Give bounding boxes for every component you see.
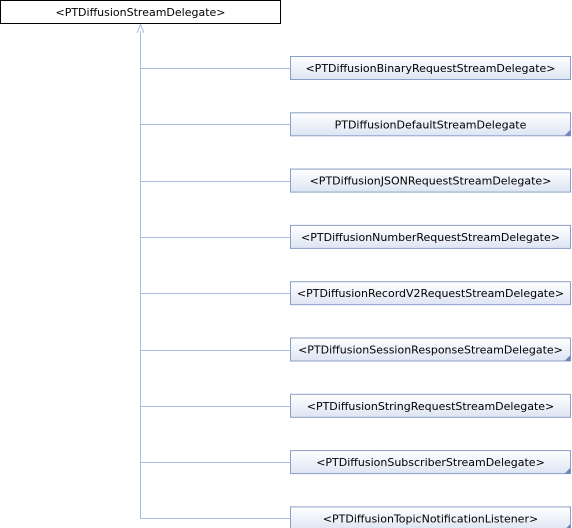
child-node-label: <PTDiffusionNumberRequestStreamDelegate> bbox=[301, 231, 560, 244]
child-node-label: <PTDiffusionTopicNotificationListener> bbox=[323, 512, 538, 525]
child-node-box bbox=[290, 281, 571, 306]
child-node[interactable]: PTDiffusionDefaultStreamDelegate bbox=[290, 112, 571, 137]
child-node-box bbox=[290, 112, 571, 137]
child-node-box bbox=[290, 337, 571, 362]
child-node-box bbox=[290, 393, 571, 418]
child-node-label: <PTDiffusionBinaryRequestStreamDelegate> bbox=[305, 62, 555, 75]
child-node[interactable]: <PTDiffusionNumberRequestStreamDelegate> bbox=[290, 224, 571, 249]
child-node[interactable]: <PTDiffusionStringRequestStreamDelegate> bbox=[290, 393, 571, 418]
child-node-box bbox=[290, 168, 571, 193]
more-children-marker bbox=[566, 523, 571, 528]
child-node[interactable]: <PTDiffusionSubscriberStreamDelegate> bbox=[290, 450, 571, 475]
child-node-box bbox=[290, 506, 571, 528]
more-children-marker bbox=[564, 129, 571, 136]
child-node-label: <PTDiffusionStringRequestStreamDelegate> bbox=[307, 400, 555, 413]
child-node-label: <PTDiffusionRecordV2RequestStreamDelegat… bbox=[297, 287, 564, 300]
inheritance-arrowhead bbox=[136, 23, 145, 34]
child-node-label: <PTDiffusionSessionResponseStreamDelegat… bbox=[298, 344, 563, 357]
child-node-box bbox=[290, 224, 571, 249]
more-children-marker bbox=[564, 355, 571, 361]
child-node-label: <PTDiffusionJSONRequestStreamDelegate> bbox=[310, 175, 552, 188]
child-node[interactable]: <PTDiffusionTopicNotificationListener> bbox=[290, 506, 571, 528]
child-node[interactable]: <PTDiffusionJSONRequestStreamDelegate> bbox=[290, 168, 571, 193]
more-children-marker bbox=[564, 467, 571, 474]
child-node-label: <PTDiffusionSubscriberStreamDelegate> bbox=[316, 456, 545, 469]
child-node[interactable]: <PTDiffusionBinaryRequestStreamDelegate> bbox=[290, 56, 571, 80]
child-node[interactable]: <PTDiffusionRecordV2RequestStreamDelegat… bbox=[290, 281, 571, 306]
child-node-box bbox=[290, 450, 571, 475]
child-node-label: PTDiffusionDefaultStreamDelegate bbox=[335, 118, 527, 131]
child-node[interactable]: <PTDiffusionSessionResponseStreamDelegat… bbox=[290, 337, 571, 362]
inheritance-edges bbox=[136, 23, 291, 519]
root-node[interactable]: <PTDiffusionStreamDelegate> bbox=[0, 0, 281, 24]
child-nodes: <PTDiffusionBinaryRequestStreamDelegate>… bbox=[290, 56, 571, 528]
root-node-label: <PTDiffusionStreamDelegate> bbox=[55, 6, 225, 19]
child-node-box bbox=[290, 56, 571, 80]
